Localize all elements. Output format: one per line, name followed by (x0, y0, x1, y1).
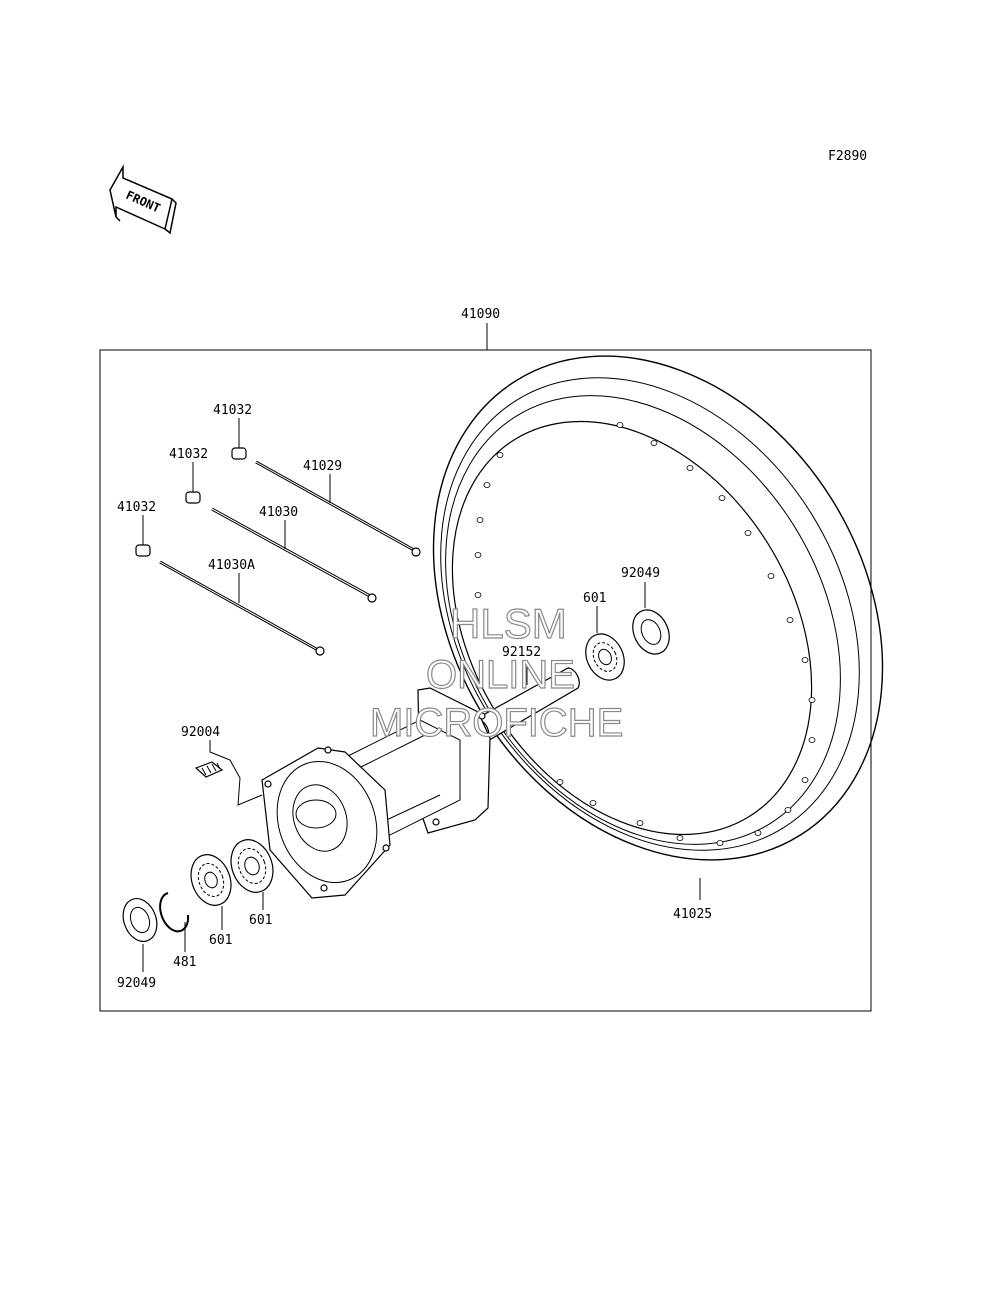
label-seal-right: 92049 (621, 566, 660, 581)
label-bearing-left-a: 601 (249, 913, 272, 928)
label-circlip: 481 (173, 955, 196, 970)
circlip (159, 892, 190, 952)
watermark: HLSM ONLINE MICROFICHE (369, 599, 624, 745)
assembly-frame (99, 349, 872, 1012)
watermark-line2: ONLINE (426, 653, 575, 697)
watermark-line1: HLSM (450, 600, 567, 647)
label-nipple-c: 41032 (117, 500, 156, 515)
label-spoke-a: 41029 (303, 459, 342, 474)
seal-left (122, 898, 158, 972)
nipple-c (135, 515, 151, 557)
label-nipple-b: 41032 (169, 447, 208, 462)
front-arrow-icon: FRONT (109, 164, 177, 235)
label-seal-left: 92049 (117, 976, 156, 991)
bearing-left-a (230, 839, 274, 910)
label-rim: 41025 (673, 907, 712, 922)
spoke-c (159, 560, 325, 656)
nipple-a (231, 418, 247, 460)
label-spoke-c: 41030A (208, 558, 255, 573)
hub (261, 687, 491, 899)
nipple-b (185, 462, 201, 504)
label-stud: 92004 (181, 725, 220, 740)
bearing-left-b (190, 854, 232, 930)
label-collar: 92152 (502, 645, 541, 660)
spoke-a (255, 460, 421, 557)
label-nipple-a: 41032 (213, 403, 252, 418)
bearing-right (585, 606, 625, 681)
label-bearing-right: 601 (583, 591, 606, 606)
stud (194, 740, 263, 806)
label-assembly: 41090 (461, 307, 500, 322)
figure-code: F2890 (828, 149, 867, 164)
watermark-line3: MICROFICHE (370, 701, 623, 745)
spoke-b (211, 507, 377, 603)
label-spoke-b: 41030 (259, 505, 298, 520)
rim (432, 355, 884, 861)
label-bearing-left-b: 601 (209, 933, 232, 948)
seal-right (632, 582, 670, 655)
